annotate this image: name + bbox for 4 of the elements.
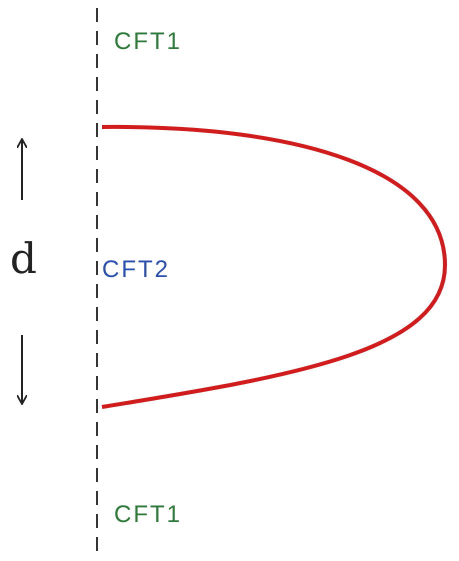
dimension-label: d <box>10 238 39 280</box>
region-label: CFT2 <box>102 258 170 282</box>
boundary-label: CFT1 <box>114 503 182 527</box>
boundary-label: CFT1 <box>114 30 182 54</box>
